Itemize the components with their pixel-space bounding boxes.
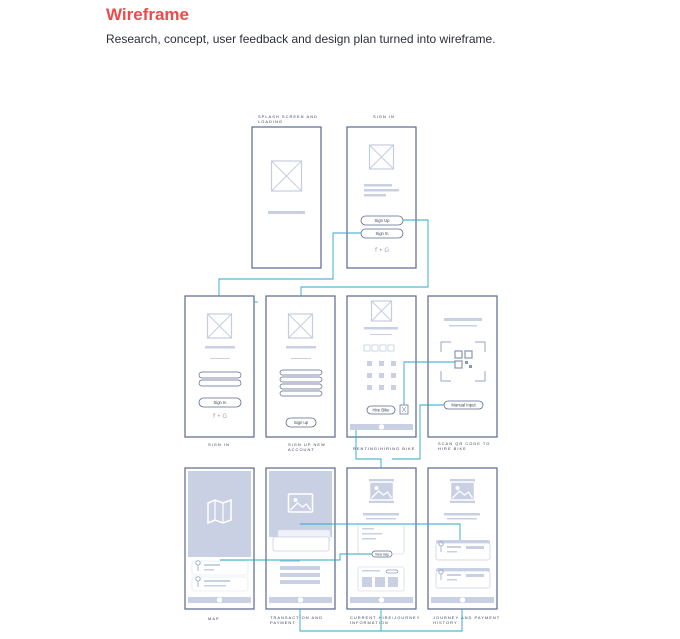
signin-button-top[interactable] bbox=[360, 228, 404, 239]
label-signin: SIGN IN bbox=[208, 442, 230, 447]
view-map-button-label: View map bbox=[375, 553, 389, 557]
screen-scan: Manual Input SCAN QR CODE TO HIRE BIKE bbox=[427, 295, 498, 451]
label-splash-2: LOADING bbox=[258, 119, 283, 124]
label-signin-top: SIGN IN bbox=[373, 114, 395, 119]
signin-button-top-label: Sign In bbox=[375, 231, 389, 236]
screen-history: JOURNEY AND PAYMENT HISTORY bbox=[427, 467, 500, 625]
screen-current: View map CURRENT HIRE/JOURNEY INFORMATIO… bbox=[346, 467, 420, 625]
hire-bike-button[interactable] bbox=[366, 405, 396, 415]
hire-bike-button-label: Hire Bike bbox=[373, 408, 391, 413]
signup-account-button[interactable] bbox=[285, 417, 317, 428]
label-transaction-2: PAYMENT bbox=[270, 620, 296, 625]
signup-button-label: Sign Up bbox=[375, 218, 391, 223]
label-signup-1: SIGN UP NEW bbox=[288, 442, 326, 447]
label-scan-2: HIRE BIKE bbox=[438, 446, 467, 451]
signin-button-label: Sign In bbox=[213, 400, 227, 405]
signup-account-button-label: Sign up bbox=[294, 420, 309, 425]
label-scan-1: SCAN QR CODE TO bbox=[438, 441, 490, 446]
signup-button[interactable] bbox=[360, 215, 404, 226]
label-splash-1: SPLASH SCREEN AND bbox=[258, 114, 318, 119]
map-icon bbox=[207, 498, 232, 525]
label-transaction-1: TRANSACTION AND bbox=[270, 615, 323, 620]
label-history-2: HISTORY bbox=[433, 620, 458, 625]
label-renting: RENTING/HIRING BIKE bbox=[353, 446, 415, 451]
screen-signin: Sign In f • G SIGN IN bbox=[184, 295, 255, 447]
label-current-1: CURRENT HIRE/JOURNEY bbox=[350, 615, 420, 620]
manual-input-button-label: Manual Input bbox=[451, 403, 476, 408]
social-icons-top: f • G bbox=[375, 247, 389, 254]
label-signup-2: ACCOUNT bbox=[288, 447, 315, 452]
screen-transaction: TRANSACTION AND PAYMENT bbox=[265, 467, 336, 625]
qr-code-icon bbox=[454, 350, 473, 369]
screen-signin-top: SIGN IN Sign Up Sign In f • G bbox=[346, 114, 417, 269]
page-subtitle: Research, concept, user feedback and des… bbox=[106, 32, 496, 46]
page-title: Wireframe bbox=[106, 5, 189, 24]
flow-connectors bbox=[218, 219, 463, 632]
screen-signup: Sign up SIGN UP NEW ACCOUNT bbox=[265, 295, 336, 452]
label-current-2: INFORMATION bbox=[350, 620, 389, 625]
social-icons: f • G bbox=[213, 413, 227, 420]
signin-button[interactable] bbox=[198, 397, 242, 408]
screen-map: MAP bbox=[184, 467, 255, 621]
label-history-1: JOURNEY AND PAYMENT bbox=[433, 615, 500, 620]
screen-renting: Hire Bike RENTING/HIRING BIKE bbox=[346, 295, 417, 451]
screen-splash: SPLASH SCREEN AND LOADING bbox=[251, 114, 322, 269]
label-map: MAP bbox=[208, 616, 220, 621]
